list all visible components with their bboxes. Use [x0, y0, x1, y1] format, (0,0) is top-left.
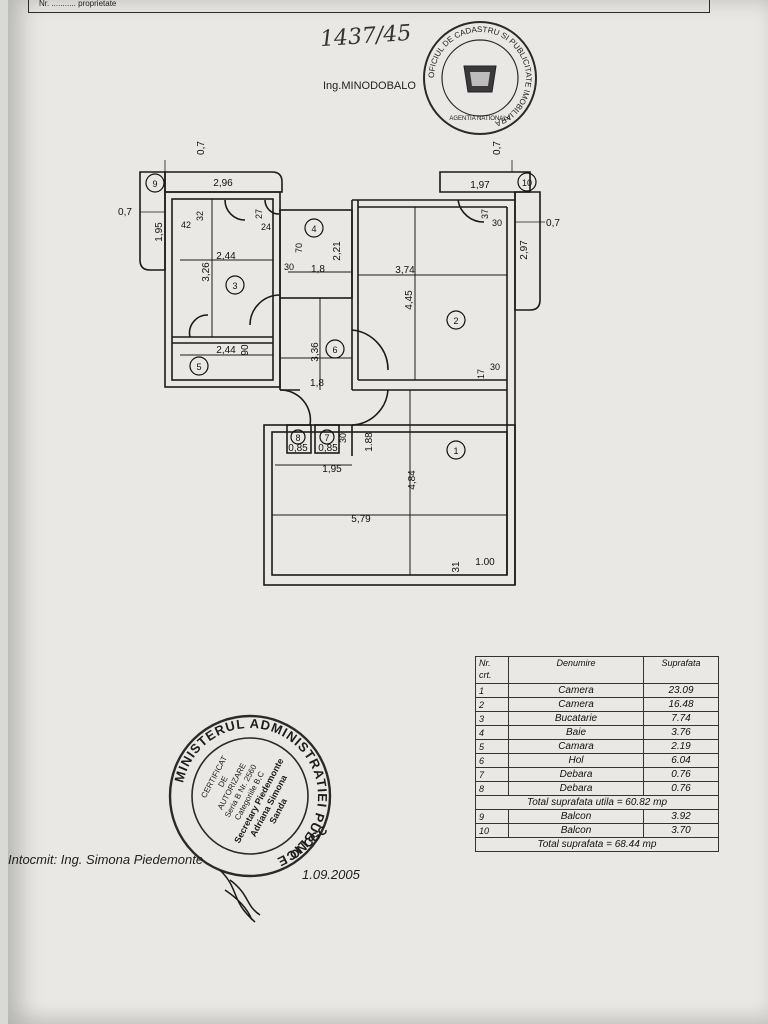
- wall-label: 37: [480, 209, 490, 219]
- dim-label: 1,95: [322, 464, 342, 475]
- dim-label: 1,8: [310, 378, 324, 389]
- room-number-9: 9: [152, 179, 157, 189]
- wall-label: 42: [181, 220, 191, 230]
- author-line: Intocmit: Ing. Simona Piedemonte: [8, 852, 204, 867]
- room-number-7: 7: [324, 433, 329, 443]
- dim-label: 2,44: [216, 345, 236, 356]
- stamp-inner-text: AGENTIA NATIONALA: [449, 116, 510, 122]
- dim-label: 2,44: [216, 251, 236, 262]
- top-strip: Nr. ........... proprietate: [28, 0, 710, 13]
- total-utila-row: Total suprafata utila = 60.82 mp: [475, 795, 719, 810]
- dim-label: 0,7: [546, 218, 560, 229]
- wall-label: 27: [254, 209, 264, 219]
- document-sheet: Nr. ........... proprietate 1437/45 Ing.…: [8, 0, 768, 1024]
- dim-label: 0,7: [196, 141, 207, 155]
- dim-label: 3,36: [310, 342, 321, 362]
- table-row: 7 Debara 0.76: [475, 767, 719, 782]
- wall-label: 30: [490, 362, 500, 372]
- dim-label: 0,85: [288, 443, 308, 454]
- dim-label: 1.00: [475, 557, 495, 568]
- dim-label: 90: [240, 344, 251, 356]
- wall-label: 70: [294, 243, 304, 253]
- room-number-2: 2: [453, 316, 458, 326]
- table-row: 2 Camera 16.48: [475, 697, 719, 712]
- dim-label: 1,97: [470, 180, 490, 191]
- ministry-stamp: MINISTERUL ADMINISTRATIEI PUBLICE ONCGC …: [168, 714, 332, 878]
- dim-label: 0,7: [492, 141, 503, 155]
- wall-label: 30: [492, 218, 502, 228]
- dim-label: 0,7: [118, 207, 132, 218]
- dim-label: 5,79: [351, 514, 371, 525]
- area-table: Nr. crt. Denumire Suprafata 1 Camera 23.…: [475, 656, 719, 852]
- dim-label: 4,45: [404, 290, 415, 310]
- room-number-1: 1: [453, 446, 458, 456]
- table-row: 6 Hol 6.04: [475, 753, 719, 768]
- dim-label: 1,8: [311, 264, 325, 275]
- room-number-6: 6: [332, 345, 337, 355]
- dim-label: 0,85: [318, 443, 338, 454]
- room-number-4: 4: [311, 224, 316, 234]
- dim-label: 4,84: [407, 470, 418, 490]
- cadastre-stamp: OFICIUL DE CADASTRU SI PUBLICITATE IMOBI…: [423, 21, 537, 135]
- wall-label: 24: [261, 222, 271, 232]
- table-row: 1 Camera 23.09: [475, 683, 719, 698]
- engineer-label: Ing.MINODOBALO: [323, 80, 416, 92]
- dim-label: 31: [451, 561, 462, 573]
- dim-label: 1.88: [364, 432, 375, 452]
- dim-label: 2,97: [519, 240, 530, 260]
- room-number-3: 3: [232, 281, 237, 291]
- room-number-10: 10: [522, 178, 532, 188]
- dim-label: 2,21: [332, 241, 343, 261]
- table-row: 8 Debara 0.76: [475, 781, 719, 796]
- signature: [219, 869, 261, 923]
- room-number-5: 5: [196, 362, 201, 372]
- table-row: 10 Balcon 3.70: [475, 823, 719, 838]
- table-row: 4 Baie 3.76: [475, 725, 719, 740]
- dim-label: 3,26: [201, 262, 212, 282]
- wall-label: 30: [338, 433, 348, 443]
- room-number-8: 8: [295, 433, 300, 443]
- header-suprafata: Suprafata: [643, 656, 719, 684]
- dim-label: 3,74: [395, 265, 415, 276]
- wall-label: 17: [476, 369, 486, 379]
- header-nr: Nr. crt.: [475, 656, 509, 684]
- table-row: 3 Bucatarie 7.74: [475, 711, 719, 726]
- dim-label: 2,96: [213, 178, 233, 189]
- wall-label: 32: [195, 211, 205, 221]
- table-row: 5 Camara 2.19: [475, 739, 719, 754]
- table-row: 9 Balcon 3.92: [475, 809, 719, 824]
- date-line: 1.09.2005: [302, 867, 360, 882]
- total-row: Total suprafata = 68.44 mp: [475, 837, 719, 852]
- wall-label: 30: [284, 262, 294, 272]
- dim-label: 1,95: [154, 222, 165, 242]
- header-denumire: Denumire: [508, 656, 644, 684]
